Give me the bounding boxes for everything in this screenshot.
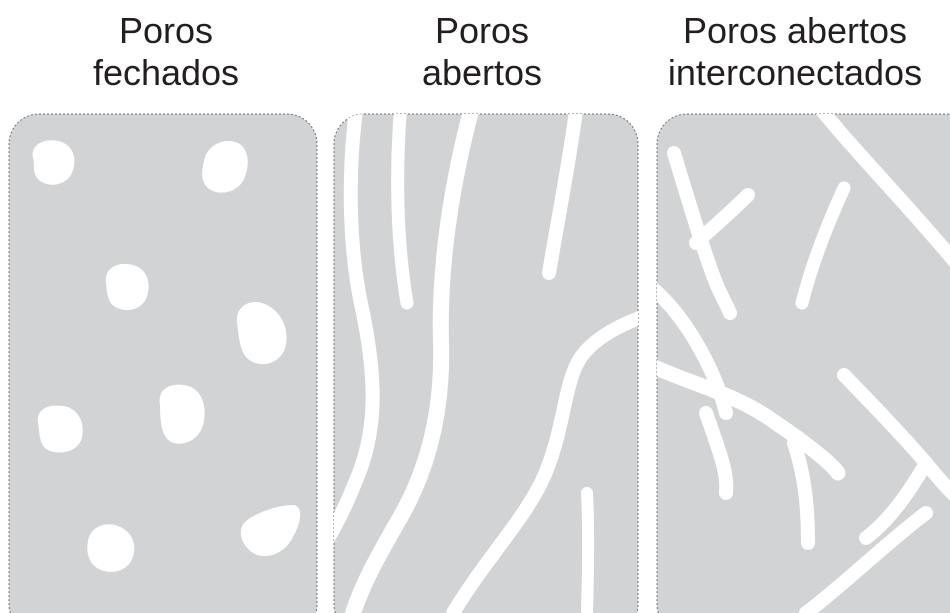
interconnected-channel xyxy=(859,456,933,545)
title-closed-pores: Poros fechados xyxy=(6,10,326,94)
interconnected-channel xyxy=(657,355,846,481)
title-open-pores: Poros abertos xyxy=(322,10,642,94)
title-closed-line1: Poros xyxy=(118,10,214,51)
open-channel xyxy=(334,114,380,560)
panel-open-pores xyxy=(333,113,639,613)
interconnected-channel xyxy=(795,181,851,310)
panel-closed-pores xyxy=(8,113,318,613)
pore-blob xyxy=(159,384,205,444)
pore-blob xyxy=(240,505,301,557)
pore-blob xyxy=(105,263,149,311)
panel-interconnected-pores xyxy=(656,113,950,613)
pore-blob xyxy=(87,524,135,572)
pore-blob xyxy=(32,140,75,185)
interconnected-channel xyxy=(667,146,737,320)
title-open-line1: Poros xyxy=(434,10,530,51)
open-channel xyxy=(446,306,638,613)
pore-blob xyxy=(37,405,83,453)
interconnected-channel xyxy=(787,436,815,550)
open-channel xyxy=(581,487,595,613)
pore-blob xyxy=(236,302,287,365)
panel-closed-background xyxy=(8,113,318,613)
pore-blob xyxy=(202,141,248,193)
interconnected-channel xyxy=(809,114,950,270)
title-interconnected-pores: Poros abertos interconectados xyxy=(632,10,950,94)
open-channel xyxy=(391,114,414,310)
title-open-line2: abertos xyxy=(421,52,543,93)
open-channel xyxy=(345,114,481,613)
title-interconnected-line2: interconectados xyxy=(667,52,923,93)
title-interconnected-line1: Poros abertos xyxy=(682,10,908,51)
open-channel xyxy=(542,114,584,280)
interconnected-channel xyxy=(699,406,734,500)
interconnected-channel xyxy=(689,188,755,250)
title-closed-line2: fechados xyxy=(92,52,240,93)
